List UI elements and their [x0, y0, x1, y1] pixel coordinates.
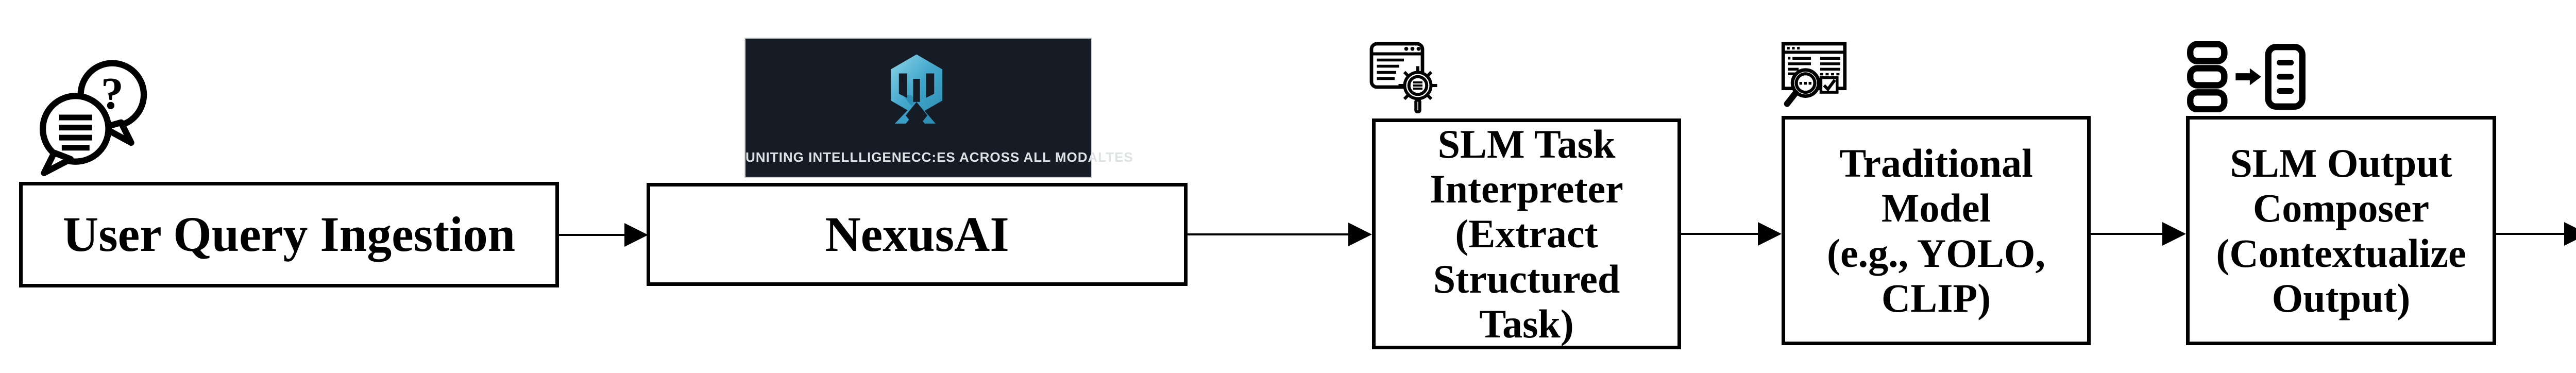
node-slm-task-interpreter: SLM Task Interpreter (Extract Structured… — [1372, 118, 1681, 349]
connector-arrowhead — [2162, 222, 2186, 246]
connector-line — [1681, 233, 1759, 235]
node-label: NexusAI — [825, 206, 1009, 262]
connector-arrowhead — [1758, 222, 1782, 246]
window-inspect-check-icon — [1778, 39, 1856, 114]
node-label-line: (Extract — [1455, 211, 1598, 257]
node-label-line: Task) — [1479, 301, 1574, 347]
node-label-line: Structured — [1433, 256, 1620, 301]
logo-tagline: UNITING INTELLLIGENECC:ES ACROSS ALL MOD… — [745, 149, 1133, 165]
connector-line — [2496, 233, 2565, 235]
connector-arrowhead — [1348, 223, 1372, 246]
connector-arrowhead — [2564, 222, 2576, 246]
connector-line — [1188, 233, 1349, 235]
node-label-line: Model — [1881, 185, 1991, 231]
nexusai-emblem — [890, 54, 943, 129]
node-label-line: SLM Output — [2230, 140, 2452, 185]
node-label-line: (Contextualize — [2216, 230, 2466, 276]
connector-arrowhead — [624, 223, 648, 247]
node-label-line: SLM Task — [1437, 121, 1616, 166]
node-label-line: CLIP) — [1881, 275, 1991, 320]
node-traditional-model: Traditional Model (e.g., YOLO, CLIP) — [1782, 116, 2091, 345]
node-label-line: Traditional — [1839, 140, 2033, 185]
node-user-query-ingestion: User Query Ingestion — [19, 182, 559, 287]
nexusai-logo: UNITING INTELLLIGENECC:ES ACROSS ALL MOD… — [744, 38, 1133, 178]
node-label-line: Composer — [2252, 185, 2430, 231]
connector-line — [559, 234, 625, 236]
node-nexusai: NexusAI — [647, 183, 1188, 286]
node-label-line: Interpreter — [1430, 166, 1623, 211]
node-label-line: Output) — [2272, 275, 2411, 320]
chat-question-icon: ? — [31, 53, 161, 179]
browser-gear-search-icon — [1368, 39, 1446, 116]
connector-line — [2091, 233, 2163, 235]
compose-output-icon — [2186, 41, 2307, 112]
node-slm-output-composer: SLM Output Composer (Contextualize Outpu… — [2186, 116, 2496, 345]
node-label: User Query Ingestion — [62, 207, 516, 262]
node-label-line: (e.g., YOLO, — [1827, 230, 2045, 276]
